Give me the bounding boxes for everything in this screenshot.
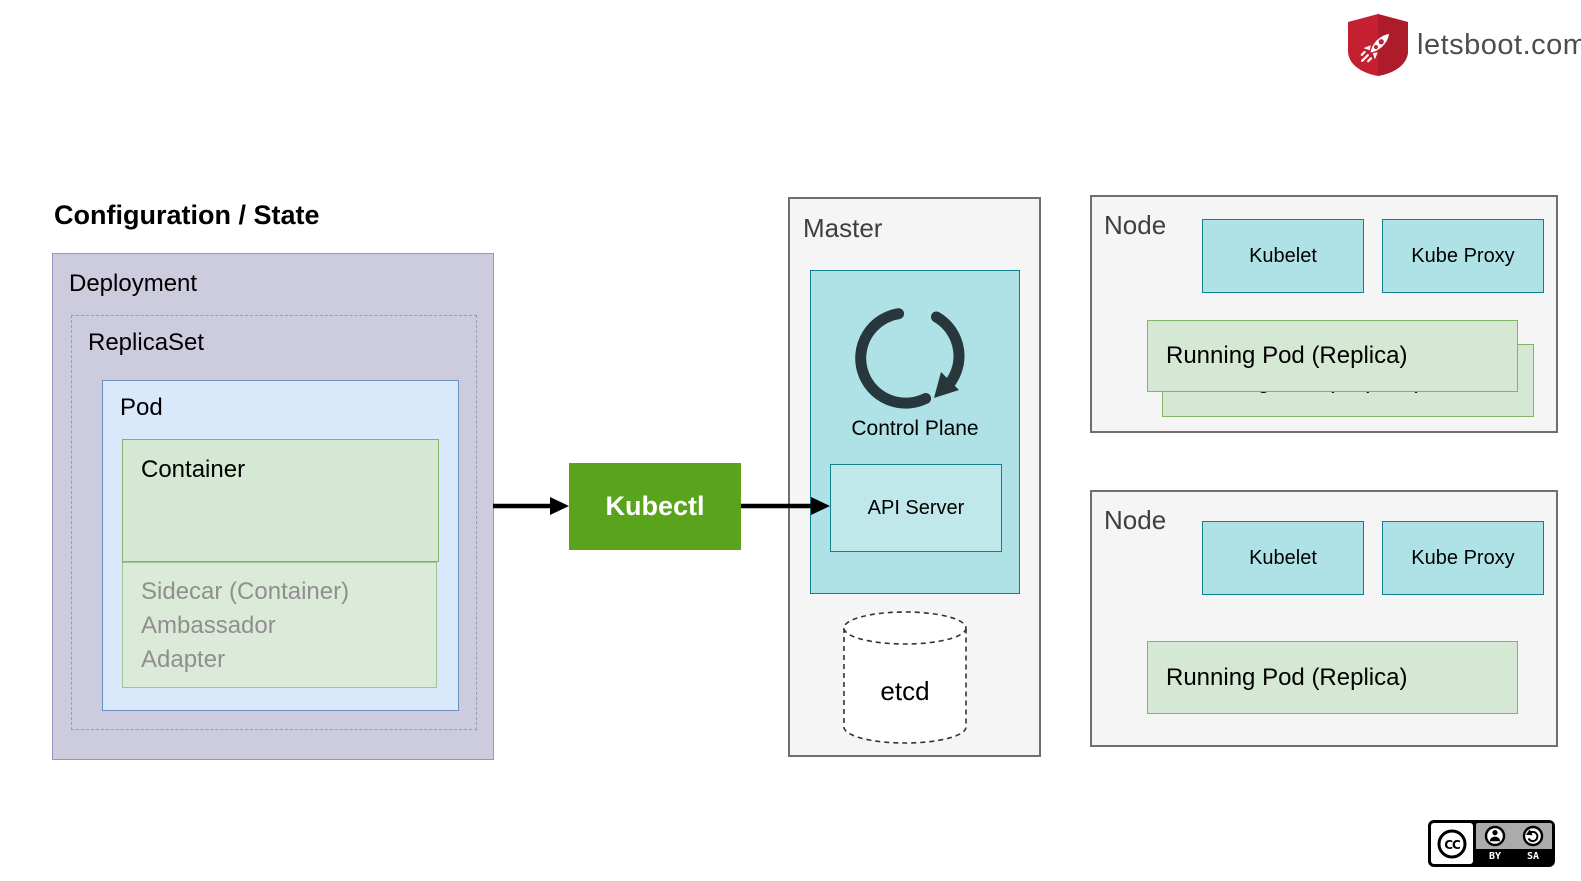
etcd-label: etcd: [880, 676, 930, 706]
node-2-running-pod: Running Pod (Replica): [1147, 641, 1518, 714]
api-server-label: API Server: [867, 496, 965, 519]
replicaset-label: ReplicaSet: [88, 329, 205, 356]
node-2-kube-proxy-box: Kube Proxy: [1382, 521, 1544, 595]
adapter-label: Adapter: [141, 646, 226, 673]
rocket-shield-icon: [1348, 14, 1408, 76]
node-2-kubelet-box: Kubelet: [1202, 521, 1364, 595]
pod-box: Pod Container Sidecar (Container) Ambass…: [102, 380, 459, 711]
container-box: Container: [122, 439, 439, 562]
kube-proxy-label: Kube Proxy: [1411, 244, 1515, 267]
letsboot-brand: letsboot.com: [1347, 13, 1581, 77]
brand-name: letsboot.com: [1417, 28, 1581, 61]
svg-text:CC: CC: [1444, 838, 1461, 852]
kube-proxy-label: Kube Proxy: [1411, 546, 1515, 569]
pod-label: Pod: [120, 394, 163, 421]
etcd-cylinder-icon: [843, 611, 967, 744]
config-state-title: Configuration / State: [54, 200, 320, 230]
replicaset-box: ReplicaSet Pod Container Sidecar (Contai…: [71, 315, 477, 730]
node-1-kubelet-box: Kubelet: [1202, 219, 1364, 293]
sidecar-container-label: Sidecar (Container): [141, 578, 350, 605]
arrow-deployment-to-kubectl: [493, 497, 569, 515]
cc-sa-label: SA: [1526, 851, 1540, 862]
deployment-label: Deployment: [69, 270, 198, 297]
sync-loop-icon: [855, 308, 965, 409]
sidecar-box: Sidecar (Container) Ambassador Adapter: [122, 562, 437, 688]
ambassador-label: Ambassador: [141, 612, 276, 639]
node-1-panel: Node Kubelet Kube Proxy Running Pod (Rep…: [1090, 195, 1558, 433]
api-server-box: API Server: [830, 464, 1002, 552]
cc-by-person-icon: [1484, 825, 1506, 847]
master-title: Master: [803, 213, 883, 243]
kubelet-label: Kubelet: [1249, 546, 1317, 569]
node-2-panel: Node Kubelet Kube Proxy Running Pod (Rep…: [1090, 490, 1558, 747]
container-label: Container: [141, 456, 246, 483]
node-1-kube-proxy-box: Kube Proxy: [1382, 219, 1544, 293]
cc-by-sa-badge: CC BY SA: [1428, 820, 1555, 867]
running-pod-label: Running Pod (Replica): [1166, 342, 1408, 369]
cc-logo-icon: CC: [1431, 823, 1473, 864]
cc-sa-arrow-icon: [1522, 825, 1544, 847]
running-pod-label: Running Pod (Replica): [1166, 663, 1408, 691]
node-2-title: Node: [1104, 505, 1167, 535]
node-1-running-pod-front: Running Pod (Replica): [1147, 320, 1518, 392]
cc-by-label: BY: [1488, 851, 1502, 862]
kubectl-box: Kubectl: [569, 463, 741, 550]
control-plane-label: Control Plane: [851, 417, 979, 440]
node-1-title: Node: [1104, 210, 1167, 240]
master-panel: Master Control Plane API Server etcd: [788, 197, 1041, 757]
deployment-box: Deployment ReplicaSet Pod Container Side…: [52, 253, 494, 760]
kubelet-label: Kubelet: [1249, 244, 1317, 267]
kubectl-label: Kubectl: [605, 491, 705, 521]
control-plane-box: Control Plane API Server: [810, 270, 1020, 594]
